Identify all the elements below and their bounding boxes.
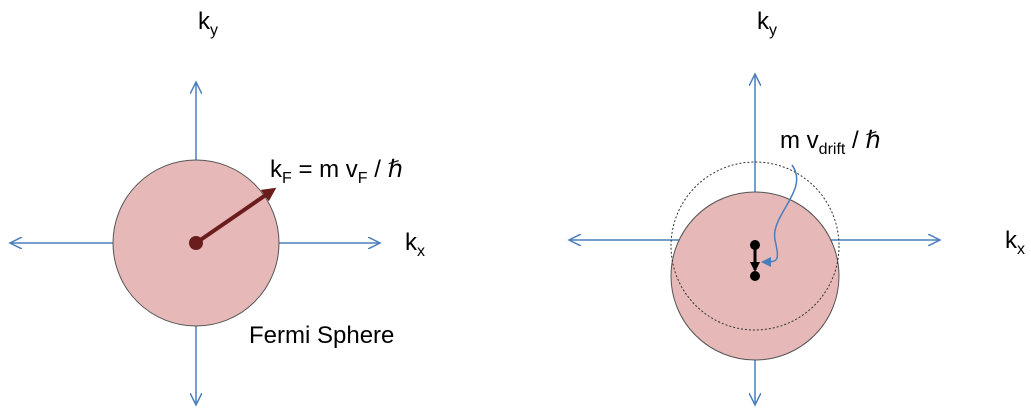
right-panel: ky kx m vdrift / ℏ xyxy=(569,8,1025,405)
fermi-radius-arrow xyxy=(194,187,277,245)
fermi-wavevector-equation: kF = m vF / ℏ xyxy=(270,156,403,187)
left-panel: ky kx kF = m vF / ℏ Fermi Sphere xyxy=(10,8,425,405)
right-x-axis-label: kx xyxy=(1005,227,1025,258)
fermi-sphere-caption: Fermi Sphere xyxy=(249,322,394,349)
left-x-axis-label: kx xyxy=(405,229,425,260)
original-fermi-sphere-outline xyxy=(670,161,840,331)
drift-wavevector-annotation: m vdrift / ℏ xyxy=(780,127,881,158)
displaced-center-dot xyxy=(750,271,760,281)
left-y-axis-label: ky xyxy=(198,8,218,39)
right-y-axis-label: ky xyxy=(757,8,777,39)
drift-callout-arrow xyxy=(761,164,798,267)
